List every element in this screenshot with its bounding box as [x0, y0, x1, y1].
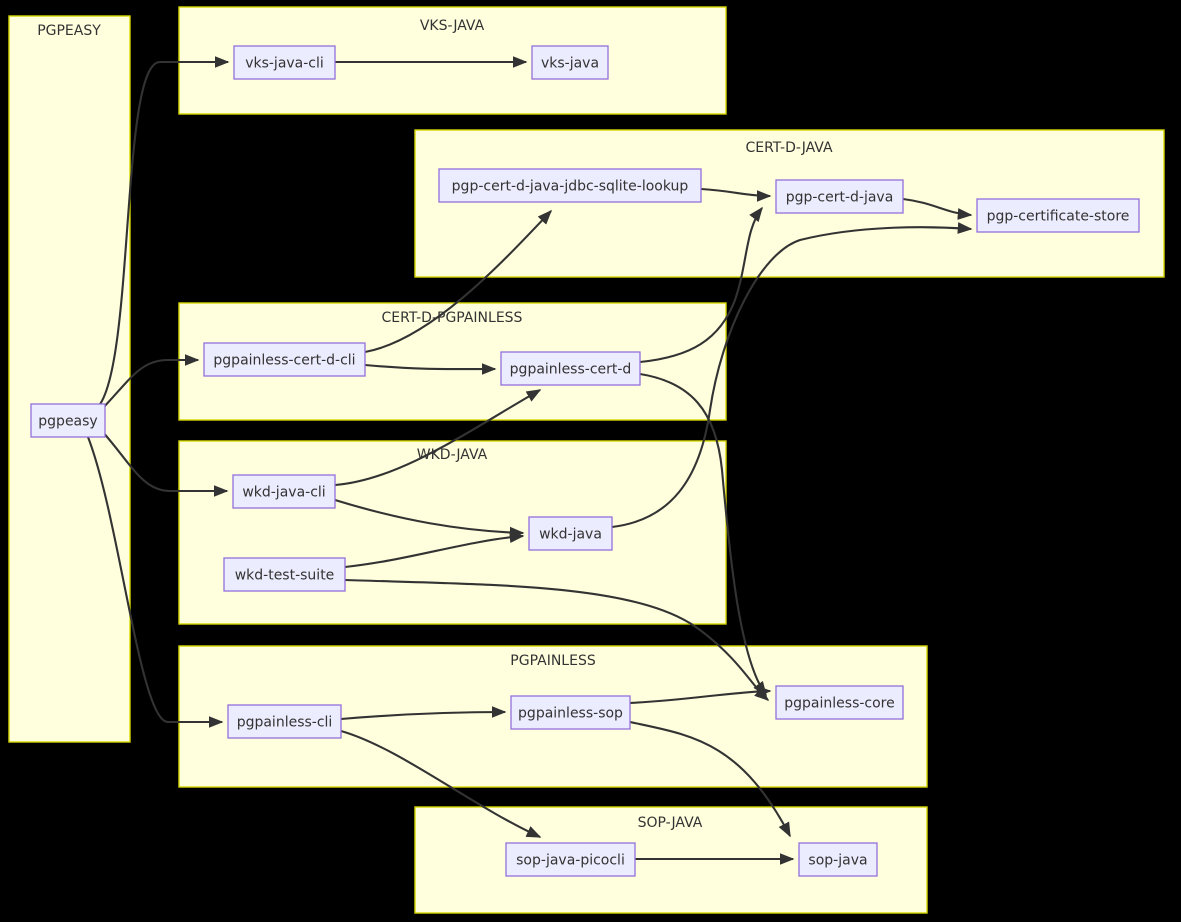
node-label: pgpainless-sop: [518, 706, 623, 722]
edge-pgpainless_cli-to-pgpainless_sop: [340, 706, 507, 721]
node-box[interactable]: [531, 45, 609, 80]
edge-pgpl_cert_d_cli-to-jdbc_sqlite_lookup: [364, 209, 553, 354]
node-label: vks-java-cli: [245, 56, 324, 72]
node-label: wkd-java: [539, 527, 602, 543]
edge-pgpainless_sop-to-pgpainless_core: [629, 685, 772, 705]
edge-wkd_java-to-pgp_cert_store: [611, 222, 973, 529]
node-wkd_java[interactable]: wkd-java: [528, 516, 613, 551]
node-pgp_cert_store[interactable]: pgp-certificate-store: [976, 198, 1140, 233]
edge-jdbc_sqlite_lookup-to-pgp_cert_d_java: [700, 187, 772, 202]
cluster-label: CERT-D-JAVA: [745, 140, 833, 156]
node-label: sop-java-picocli: [516, 853, 625, 869]
edge-pgpainless_cli-to-sop_java_picocli: [340, 729, 542, 838]
node-sop_java_picocli[interactable]: sop-java-picocli: [505, 842, 636, 877]
node-box[interactable]: [30, 403, 106, 438]
node-pgpainless_sop[interactable]: pgpainless-sop: [510, 695, 631, 730]
node-label: wkd-java-cli: [242, 485, 325, 501]
node-box[interactable]: [232, 474, 336, 509]
node-box[interactable]: [775, 179, 904, 214]
node-label: pgpainless-cli: [237, 715, 333, 731]
node-pgpl_cert_d_cli[interactable]: pgpainless-cert-d-cli: [203, 342, 366, 377]
node-box[interactable]: [510, 695, 631, 730]
node-wkd_java_cli[interactable]: wkd-java-cli: [232, 474, 336, 509]
edge-pgpeasy-to-pgpl_cert_d_cli: [100, 354, 200, 411]
edge-wkd_java_cli-to-wkd_java: [334, 498, 525, 539]
node-label: vks-java: [541, 56, 599, 72]
node-vks_java_cli[interactable]: vks-java-cli: [233, 45, 336, 80]
node-box[interactable]: [223, 557, 346, 592]
node-label: pgpainless-cert-d: [510, 362, 632, 378]
node-wkd_test_suite[interactable]: wkd-test-suite: [223, 557, 346, 592]
cluster-group: PGPEASY VKS-JAVA CERT-D-JAVA CERT-D-PGPAINL…: [8, 6, 1165, 914]
node-label: pgpeasy: [38, 414, 97, 430]
cluster-pgpeasy: PGPEASY: [8, 15, 131, 743]
node-label: pgp-cert-d-java-jdbc-sqlite-lookup: [452, 179, 689, 195]
node-vks_java[interactable]: vks-java: [531, 45, 609, 80]
node-box[interactable]: [233, 45, 336, 80]
cluster-label: PGPEASY: [37, 23, 101, 39]
edge-pgpainless_sop-to-sop_java: [629, 720, 791, 838]
cluster-label: VKS-JAVA: [420, 18, 485, 34]
node-pgpl_cert_d[interactable]: pgpainless-cert-d: [500, 351, 641, 386]
node-pgpainless_core[interactable]: pgpainless-core: [775, 685, 904, 720]
node-box[interactable]: [505, 842, 636, 877]
node-jdbc_sqlite_lookup[interactable]: pgp-cert-d-java-jdbc-sqlite-lookup: [438, 168, 702, 203]
cluster-box: [8, 15, 131, 743]
node-label: wkd-test-suite: [235, 568, 335, 584]
edge-pgpeasy-to-wkd_java_cli: [100, 429, 229, 497]
node-box[interactable]: [528, 516, 613, 551]
node-box[interactable]: [976, 198, 1140, 233]
edge-pgpeasy-to-pgpainless_cli: [87, 436, 224, 728]
cluster-label: PGPAINLESS: [510, 653, 596, 669]
edge-wkd_test_suite-to-pgpainless_core: [344, 578, 770, 701]
node-box[interactable]: [500, 351, 641, 386]
node-box[interactable]: [798, 842, 878, 877]
node-label: pgpainless-core: [784, 696, 894, 712]
node-pgpeasy[interactable]: pgpeasy: [30, 403, 106, 438]
node-label: pgp-certificate-store: [987, 209, 1130, 225]
cluster-label: SOP-JAVA: [638, 815, 703, 831]
node-pgp_cert_d_java[interactable]: pgp-cert-d-java: [775, 179, 904, 214]
edge-pgp_cert_d_java-to-pgp_cert_store: [902, 197, 973, 220]
edge-wkd_test_suite-to-wkd_java: [344, 531, 525, 569]
node-box[interactable]: [203, 342, 366, 377]
edge-group: [87, 56, 973, 865]
node-label: sop-java: [808, 853, 867, 869]
edge-wkd_java_cli-to-pgpl_cert_d: [334, 389, 542, 487]
node-box[interactable]: [438, 168, 702, 203]
edge-pgpeasy-to-vks_java_cli: [96, 56, 230, 409]
edge-pgpl_cert_d-to-pgp_cert_d_java: [639, 206, 763, 364]
cluster-box: [178, 440, 727, 625]
node-pgpainless_cli[interactable]: pgpainless-cli: [227, 704, 342, 739]
node-group: pgpeasy vks-java-cli vks-java pgp-cert-d-ja…: [30, 45, 1140, 877]
node-label: pgp-cert-d-java: [786, 190, 894, 206]
node-box[interactable]: [227, 704, 342, 739]
node-label: pgpainless-cert-d-cli: [213, 353, 355, 369]
cluster-label: CERT-D-PGPAINLESS: [382, 310, 523, 326]
edge-pgpl_cert_d-to-pgpainless_core: [639, 372, 767, 697]
cluster-wkd_java: WKD-JAVA: [178, 440, 727, 625]
node-box[interactable]: [775, 685, 904, 720]
node-sop_java[interactable]: sop-java: [798, 842, 878, 877]
edge-pgpl_cert_d_cli-to-pgpl_cert_d: [364, 363, 497, 375]
